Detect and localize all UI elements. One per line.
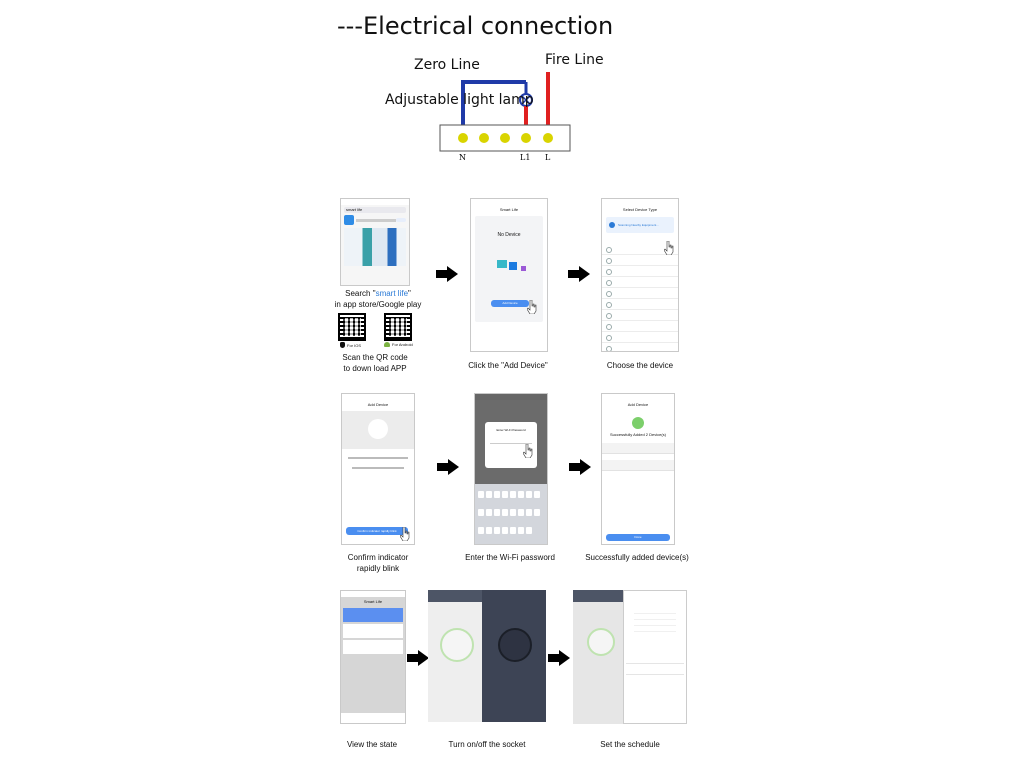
terminal-label-l1: L1 (520, 153, 530, 162)
terminal-2 (479, 133, 489, 143)
keyboard[interactable] (475, 484, 547, 544)
list-item[interactable] (602, 460, 674, 471)
screen-toggle-socket (428, 590, 546, 722)
open-button (396, 218, 406, 222)
qr-code-ios (338, 313, 366, 341)
list-item[interactable] (602, 299, 678, 310)
ios-label: For IOS (347, 342, 362, 348)
view-state-caption: View the state (346, 740, 398, 749)
done-button[interactable]: Done (606, 534, 670, 541)
list-item[interactable] (602, 443, 674, 454)
scan-icon (609, 222, 615, 228)
wifi-dialog: Enter Wi-Fi Password (485, 422, 537, 468)
apple-icon (340, 342, 345, 348)
bottom-tab-bar (341, 713, 405, 723)
hand-pointer-icon (523, 444, 533, 458)
list-item[interactable] (602, 321, 678, 332)
screen-app-store: smart life (340, 198, 410, 286)
list-item[interactable] (602, 255, 678, 266)
arrow-right-icon (569, 459, 591, 475)
hand-pointer-icon (664, 241, 674, 255)
list-item[interactable] (626, 657, 684, 664)
add-device-caption: Click the "Add Device" (468, 361, 548, 370)
schedule-caption: Set the schedule (600, 740, 660, 749)
list-item[interactable] (602, 310, 678, 321)
list-item[interactable] (343, 640, 403, 654)
smart-life-app-icon (344, 215, 354, 225)
list-item[interactable] (602, 244, 678, 255)
android-icon (384, 342, 390, 347)
power-off-button[interactable] (440, 628, 474, 662)
zero-line-label: Zero Line (414, 57, 480, 73)
device-illustration (497, 260, 507, 268)
page-title: ---Electrical connection (337, 12, 614, 40)
add-device-header: Add Device (367, 402, 389, 407)
arrow-right-icon (568, 266, 590, 282)
screen-wifi-password: Enter Wi-Fi Password (474, 393, 548, 545)
success-message: Successfully Added 2 Device(s) (609, 432, 667, 437)
search-keyword: smart life (375, 289, 409, 298)
terminal-l1 (521, 133, 531, 143)
arrow-right-icon (407, 650, 429, 666)
list-item[interactable] (602, 288, 678, 299)
hand-pointer-icon (527, 300, 537, 314)
list-item[interactable] (602, 332, 678, 343)
wifi-password-input[interactable] (490, 438, 532, 444)
lamp-symbol (519, 93, 533, 107)
power-button[interactable] (587, 628, 615, 656)
qr-code-android (384, 313, 412, 341)
no-device-text: No Device (497, 232, 521, 238)
time-picker[interactable] (634, 611, 676, 637)
store-search-bar: smart life (344, 207, 406, 213)
power-on-button[interactable] (498, 628, 532, 662)
hand-pointer-icon (400, 527, 410, 541)
screen-confirm-indicator: Add Device Confirm indicator rapidly bli… (341, 393, 415, 545)
added-caption: Successfully added device(s) (585, 553, 689, 562)
add-device-button[interactable]: Add Device (491, 300, 529, 307)
smart-life-header: Smart Life (363, 599, 383, 604)
screen-select-device: Select Device Type Scanning Nearby Equip… (601, 198, 679, 352)
terminal-3 (500, 133, 510, 143)
add-device-header: Add Device (627, 402, 649, 407)
terminal-label-n: N (459, 153, 466, 162)
list-item[interactable] (626, 668, 684, 675)
app-preview-images (344, 228, 406, 266)
search-caption: Search "smart life" in app store/Google … (334, 289, 422, 309)
lamp-label: Adjustable light lamp (385, 92, 534, 108)
list-item[interactable] (602, 277, 678, 288)
choose-device-caption: Choose the device (606, 361, 674, 370)
select-device-header: Select Device Type (622, 207, 658, 212)
screen-set-schedule (573, 590, 687, 724)
toggle-caption: Turn on/off the socket (448, 740, 526, 749)
list-item[interactable] (343, 624, 403, 638)
list-item[interactable] (343, 608, 403, 622)
wifi-caption: Enter the Wi-Fi password (465, 553, 555, 562)
wifi-dialog-title: Enter Wi-Fi Password (496, 428, 526, 432)
terminal-n (458, 133, 468, 143)
arrow-right-icon (436, 266, 458, 282)
scanning-banner: Scanning Nearby Equipment... (606, 217, 674, 233)
wiring-diagram: N L1 L (439, 72, 571, 162)
confirm-blink-button[interactable]: Confirm indicator rapidly blink (346, 527, 408, 535)
screen-added-devices: Add Device Successfully Added 2 Device(s… (601, 393, 675, 545)
screen-view-state: Smart Life (340, 590, 406, 724)
device-illustration (342, 411, 414, 449)
smart-life-header: Smart Life (499, 207, 519, 212)
arrow-right-icon (437, 459, 459, 475)
arrow-right-icon (548, 650, 570, 666)
screen-add-device: Smart Life No Device Add Device (470, 198, 548, 352)
terminal-l (543, 133, 553, 143)
success-check-icon (632, 417, 644, 429)
list-item[interactable] (602, 343, 678, 351)
fire-line-label: Fire Line (545, 52, 604, 68)
list-item[interactable] (602, 266, 678, 277)
android-label: For Android (392, 342, 413, 347)
terminal-label-l: L (545, 153, 551, 162)
